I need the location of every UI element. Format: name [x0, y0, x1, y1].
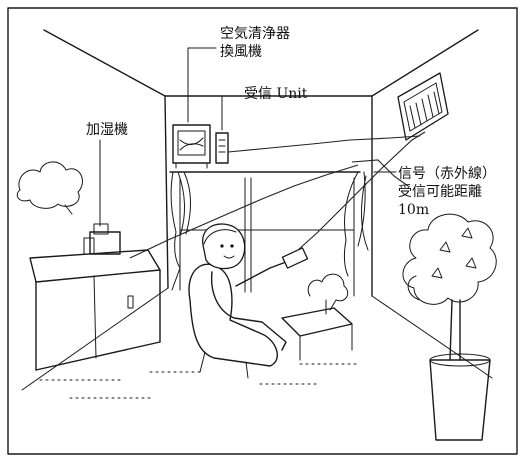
- potted-tree: [402, 213, 497, 441]
- receiver-unit: [215, 132, 229, 164]
- signal-label-line1: 信号（赤外線）: [398, 166, 496, 182]
- receiver-unit-label: 受信 Unit: [244, 86, 308, 102]
- signal-label-line2: 受信可能距離: [398, 184, 482, 200]
- cabinet: [29, 249, 161, 371]
- air-purifier-label-line2: 換風機: [220, 44, 262, 60]
- person: [202, 223, 309, 351]
- window: [169, 171, 361, 297]
- frame-border: [7, 7, 518, 455]
- air-purifier-label-line1: 空気清浄器: [220, 26, 290, 42]
- armchair: [188, 263, 279, 379]
- air-conditioner: [397, 72, 449, 141]
- humidifier-label: 加湿機: [86, 122, 128, 138]
- signal-label-line3: 10m: [398, 202, 430, 218]
- air-purifier-unit: [172, 124, 211, 169]
- floor-dots: [39, 363, 361, 399]
- infrared-beams: [129, 131, 426, 259]
- curtains: [170, 171, 369, 291]
- room-walls: [21, 29, 493, 391]
- side-table: [281, 273, 353, 361]
- label-leaders: [99, 47, 397, 227]
- humidifier: [16, 161, 121, 255]
